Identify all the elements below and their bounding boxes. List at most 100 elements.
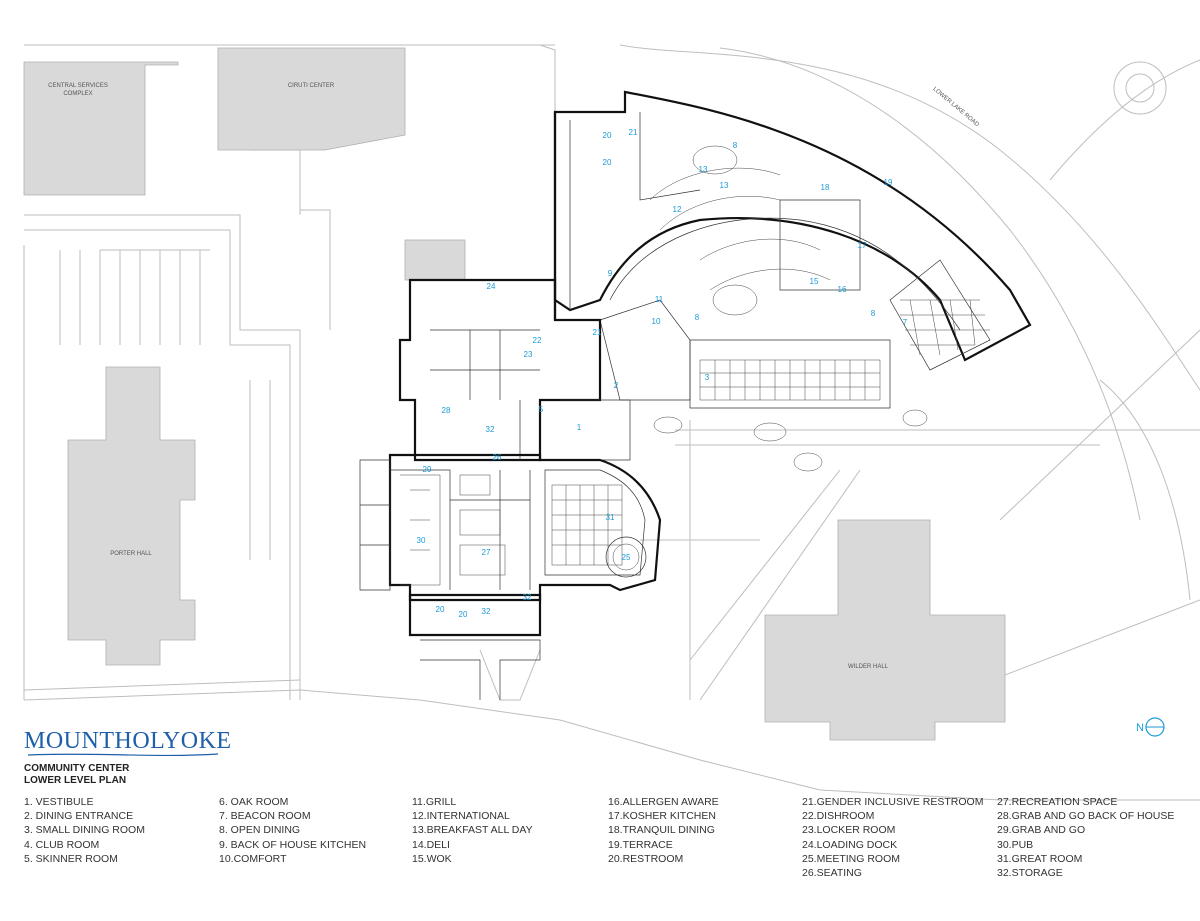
room-number: 5: [539, 405, 544, 414]
legend-item: 9. BACK OF HOUSE KITCHEN: [219, 838, 367, 851]
building-wilder-hall: [764, 519, 1006, 741]
room-number: 21: [593, 328, 602, 337]
label-central-services: CENTRAL SERVICES: [48, 83, 108, 89]
legend-item: 32.STORAGE: [997, 866, 1063, 879]
room-number: 20: [459, 610, 468, 619]
logo-swoosh-icon: [28, 753, 218, 757]
room-number: 31: [606, 513, 615, 522]
legend-column-1: 1. VESTIBULE 2. DINING ENTRANCE 3. SMALL…: [24, 795, 145, 866]
room-number: 26: [493, 453, 502, 462]
legend-item: 13.BREAKFAST ALL DAY: [412, 824, 533, 837]
room-number: 20: [436, 605, 445, 614]
legend-item: 29.GRAB AND GO: [997, 824, 1086, 837]
legend-column-6: 27.RECREATION SPACE 28.GRAB AND GO BACK …: [997, 795, 1174, 880]
legend-item: 3. SMALL DINING ROOM: [24, 824, 145, 837]
plan-title-line1: COMMUNITY CENTER: [24, 763, 130, 774]
plan-title-line2: LOWER LEVEL PLAN: [24, 775, 127, 786]
room-number: 2: [614, 381, 619, 390]
room-number: 9: [608, 269, 613, 278]
north-label: N: [1136, 722, 1144, 734]
legend-item: 26.SEATING: [802, 866, 862, 879]
legend-item: 6. OAK ROOM: [219, 796, 289, 808]
terrace-planters: [653, 409, 928, 472]
legend-item: 11.GRILL: [412, 796, 457, 808]
room-number: 1: [577, 423, 582, 432]
room-number: 22: [533, 336, 542, 345]
building-central-services: [23, 61, 179, 196]
legend-column-3: 11.GRILL 12.INTERNATIONAL 13.BREAKFAST A…: [412, 795, 533, 866]
label-ciruti-center: CIRUTI CENTER: [288, 83, 335, 89]
room-legend: 1. VESTIBULE 2. DINING ENTRANCE 3. SMALL…: [24, 795, 1194, 885]
room-number: 32: [482, 607, 491, 616]
room-number: 12: [673, 205, 682, 214]
room-number: 10: [652, 317, 661, 326]
legend-item: 16.ALLERGEN AWARE: [608, 796, 719, 808]
north-arrow: N: [1136, 717, 1165, 737]
legend-item: 14.DELI: [412, 838, 450, 851]
room-number: 25: [622, 553, 631, 562]
room-number: 17: [858, 241, 867, 250]
room-number: 21: [629, 128, 638, 137]
legend-item: 5. SKINNER ROOM: [24, 852, 118, 865]
room-number: 30: [417, 536, 426, 545]
legend-item: 19.TERRACE: [608, 838, 673, 851]
plan-title: COMMUNITY CENTER LOWER LEVEL PLAN: [24, 763, 129, 787]
room-number: 23: [524, 350, 533, 359]
legend-item: 15.WOK: [412, 852, 452, 865]
room-number: 29: [423, 465, 432, 474]
legend-item: 23.LOCKER ROOM: [802, 824, 896, 837]
room-number: 8: [695, 313, 700, 322]
room-number: 24: [487, 282, 496, 291]
legend-item: 31.GREAT ROOM: [997, 852, 1083, 865]
room-number: 8: [871, 309, 876, 318]
building-ciruti-center: [217, 47, 406, 151]
room-number: 15: [810, 277, 819, 286]
legend-item: 18.TRANQUIL DINING: [608, 824, 715, 837]
label-wilder-hall: WILDER HALL: [848, 664, 889, 670]
room-numbers: 20 21 20 8 13 13 12 19 18 17 16 15 9 11 …: [417, 128, 908, 619]
label-central-services-2: COMPLEX: [63, 91, 92, 97]
room-number: 16: [838, 285, 847, 294]
room-number: 20: [603, 131, 612, 140]
label-lower-lake-road: LOWER LAKE ROAD: [931, 86, 980, 128]
legend-item: 10.COMFORT: [219, 852, 287, 865]
legend-item: 17.KOSHER KITCHEN: [608, 810, 716, 823]
site-roads: [23, 44, 1200, 801]
room-number: 19: [884, 178, 893, 187]
legend-item: 27.RECREATION SPACE: [997, 796, 1118, 808]
legend-item: 7. BEACON ROOM: [219, 810, 311, 823]
legend-item: 30.PUB: [997, 838, 1034, 851]
legend-column-2: 6. OAK ROOM 7. BEACON ROOM 8. OPEN DININ…: [219, 795, 366, 866]
legend-item: 20.RESTROOM: [608, 852, 684, 865]
legend-item: 1. VESTIBULE: [24, 796, 94, 808]
room-number: 28: [442, 406, 451, 415]
legend-item: 24.LOADING DOCK: [802, 838, 898, 851]
label-porter-hall: PORTER HALL: [110, 551, 152, 557]
legend-column-4: 16.ALLERGEN AWARE 17.KOSHER KITCHEN 18.T…: [608, 795, 719, 866]
legend-item: 8. OPEN DINING: [219, 824, 301, 837]
room-number: 3: [705, 373, 710, 382]
legend-item: 2. DINING ENTRANCE: [24, 810, 134, 823]
community-center-plan: [359, 90, 1032, 700]
existing-buildings: [23, 47, 1006, 741]
room-number: 13: [699, 165, 708, 174]
room-number: 8: [733, 141, 738, 150]
legend-item: 21.GENDER INCLUSIVE RESTROOM: [802, 796, 984, 808]
room-number: 11: [655, 295, 664, 304]
legend-item: 4. CLUB ROOM: [24, 838, 100, 851]
room-number: 27: [482, 548, 491, 557]
legend-item: 22.DISHROOM: [802, 810, 875, 823]
room-number: 18: [821, 183, 830, 192]
mount-holyoke-logo: MOUNTHOLYOKE: [24, 728, 232, 754]
room-number: 7: [903, 318, 908, 327]
room-number: 32: [523, 593, 532, 602]
room-number: 20: [603, 158, 612, 167]
room-number: 13: [720, 181, 729, 190]
legend-item: 28.GRAB AND GO BACK OF HOUSE: [997, 810, 1175, 823]
legend-item: 25.MEETING ROOM: [802, 852, 901, 865]
legend-item: 12.INTERNATIONAL: [412, 810, 510, 823]
legend-column-5: 21.GENDER INCLUSIVE RESTROOM 22.DISHROOM…: [802, 795, 983, 880]
room-number: 32: [486, 425, 495, 434]
building-porter-hall: [67, 366, 196, 666]
